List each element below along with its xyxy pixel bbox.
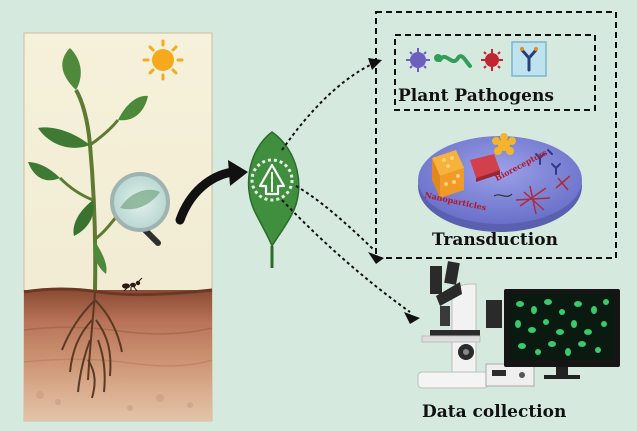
sun-icon bbox=[142, 39, 184, 81]
virus-red-icon bbox=[481, 49, 503, 71]
microscope-icon bbox=[417, 261, 489, 389]
antibody-icon bbox=[511, 41, 547, 77]
nanoflower-icon bbox=[492, 133, 516, 155]
roots bbox=[61, 291, 123, 399]
fiber-strand-icon bbox=[493, 193, 513, 197]
monitor-icon bbox=[504, 289, 620, 379]
transfer-arrow bbox=[175, 160, 248, 225]
nanosheet-icon bbox=[470, 154, 500, 182]
dotted-arrows bbox=[281, 63, 411, 313]
controller-box bbox=[485, 300, 535, 387]
plant-pathogens-label: Plant Pathogens bbox=[398, 86, 554, 106]
bioreceptor-glyphs bbox=[535, 149, 561, 175]
bacteria-green-icon bbox=[434, 54, 472, 68]
pathogen-box bbox=[394, 34, 596, 111]
plant-panel bbox=[23, 32, 213, 422]
nanoparticle-cube-icon bbox=[432, 150, 464, 198]
nanowire-mesh-icon bbox=[515, 175, 571, 215]
virus-purple-icon bbox=[406, 48, 430, 72]
data-collection-label: Data collection bbox=[422, 402, 567, 422]
sensing-box bbox=[375, 11, 617, 259]
leaf-sensor-icon bbox=[247, 131, 300, 268]
magnifying-glass-icon bbox=[110, 172, 170, 246]
ant-icon bbox=[122, 277, 143, 292]
transduction-label: Transduction bbox=[432, 230, 558, 250]
